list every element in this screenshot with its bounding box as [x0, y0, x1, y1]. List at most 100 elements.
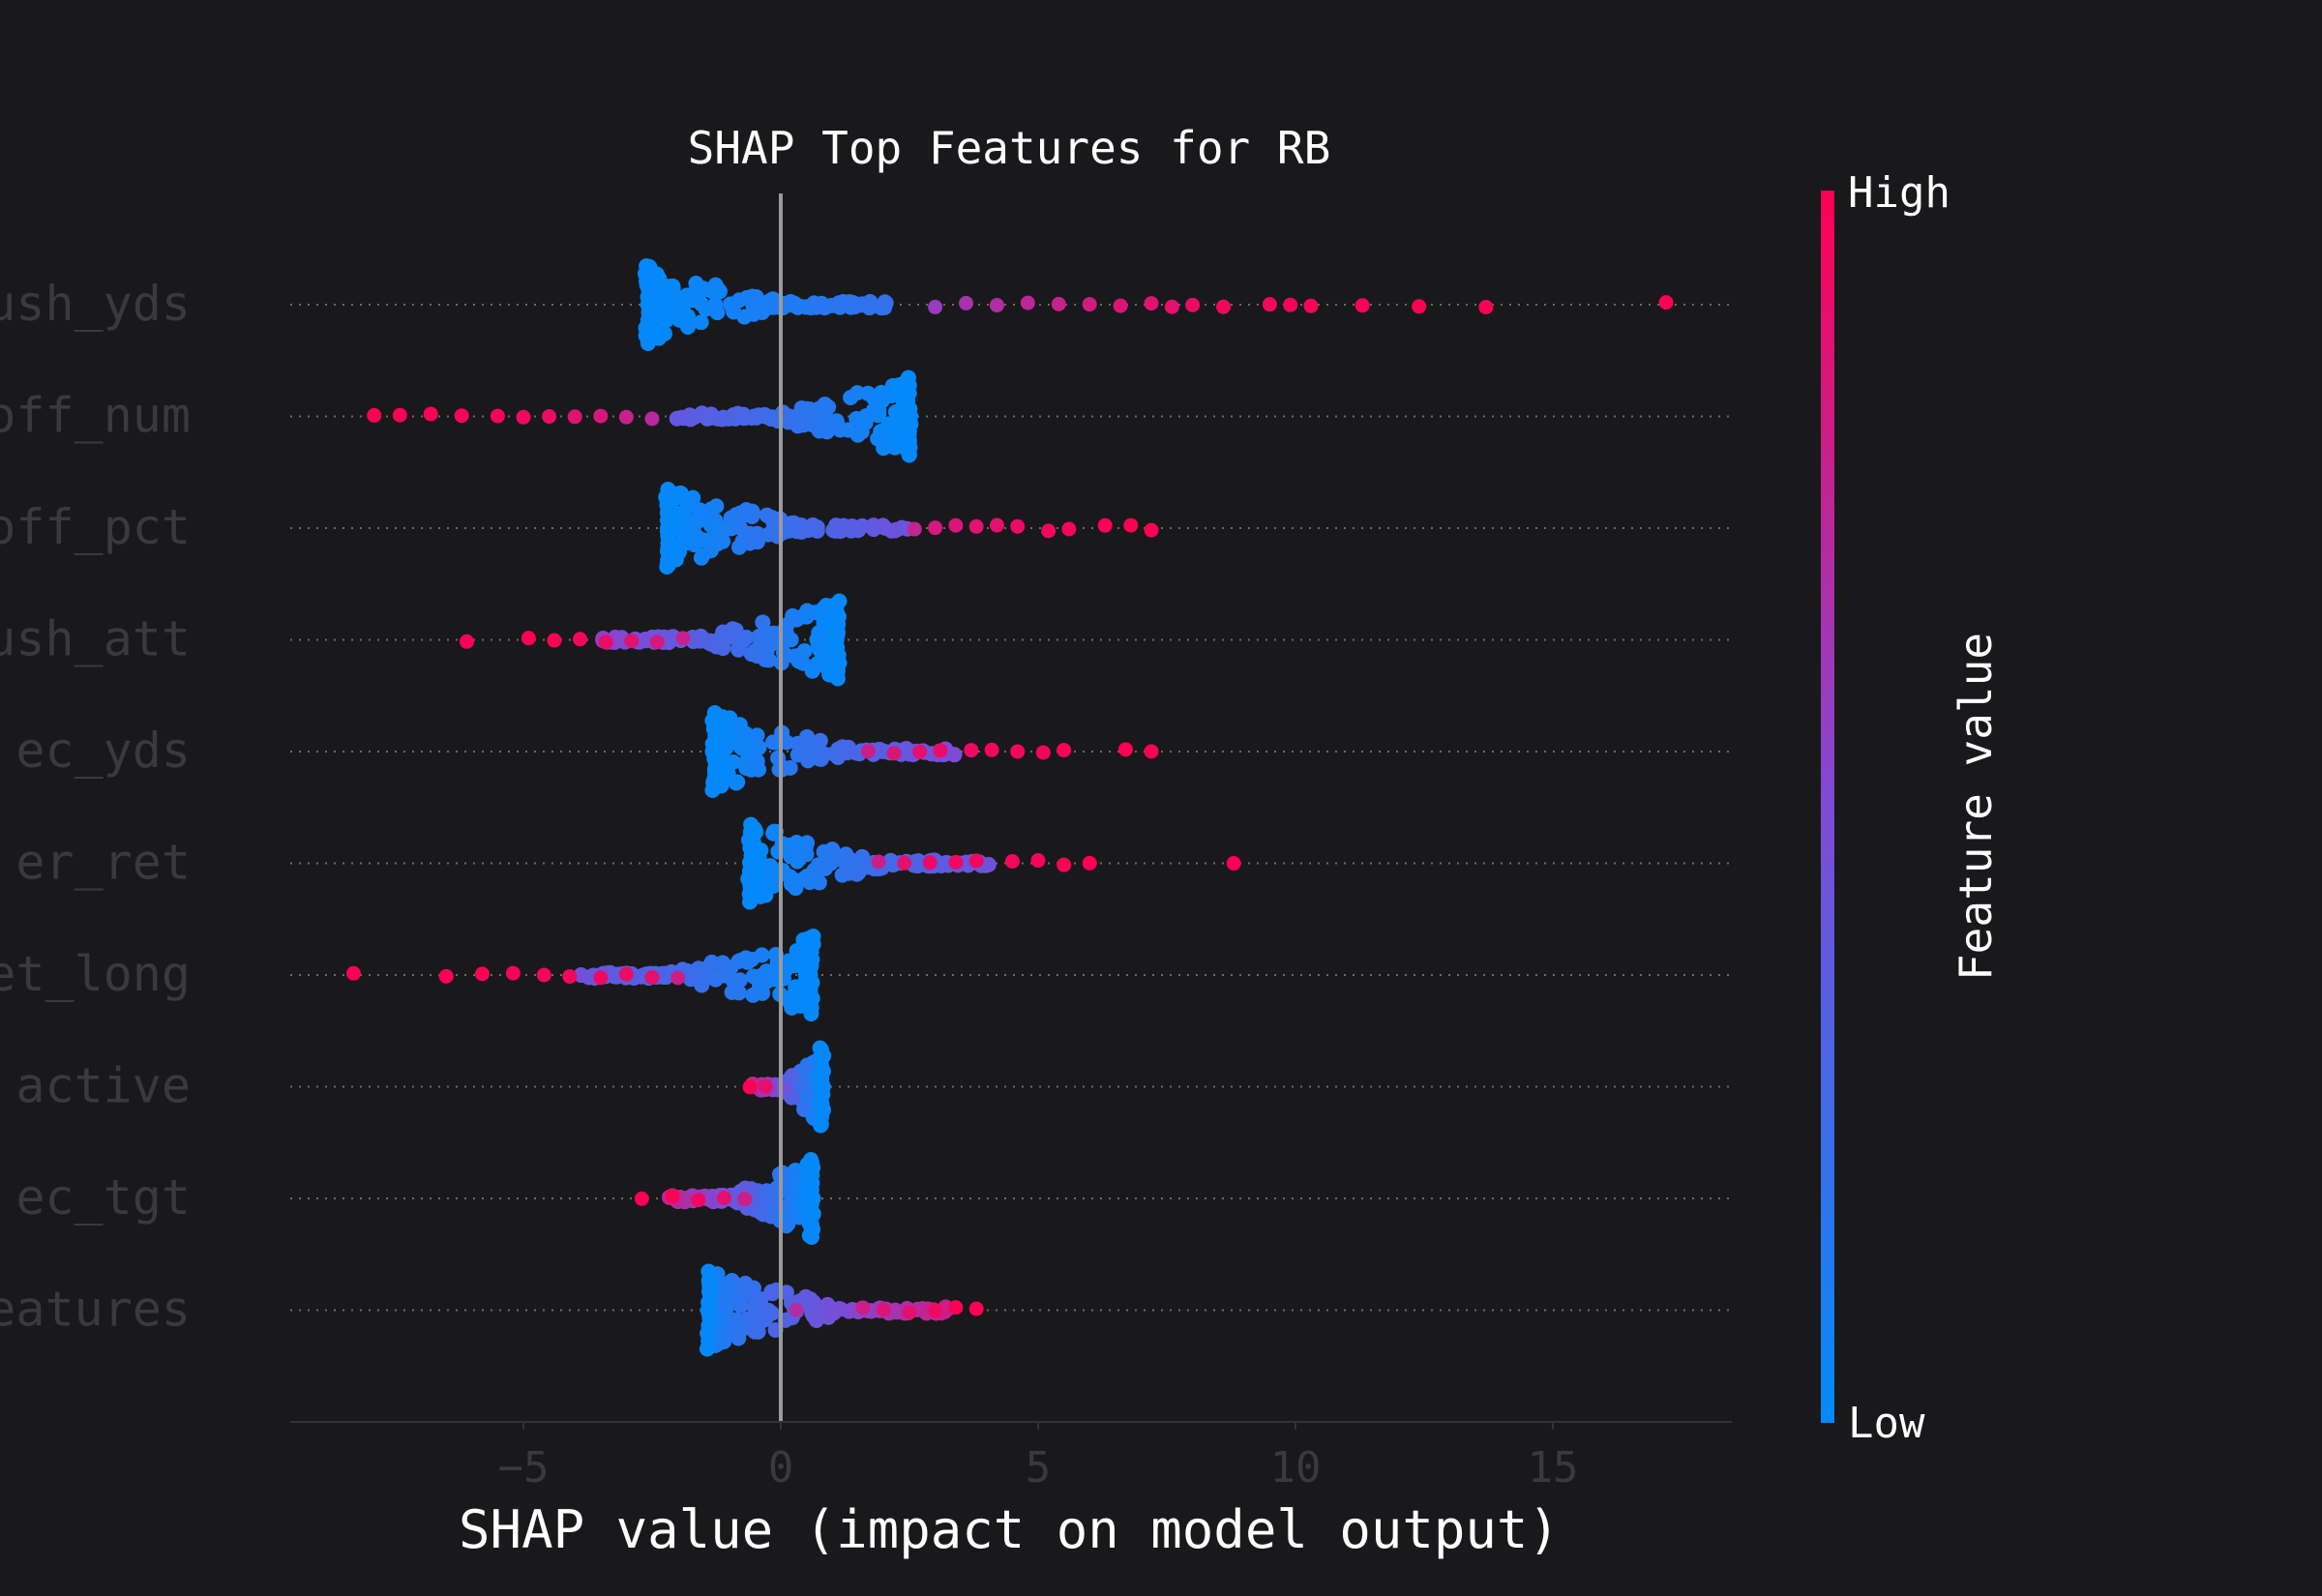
shap-point: [784, 1185, 800, 1201]
shap-point: [1216, 299, 1232, 314]
shap-point: [968, 1301, 984, 1316]
shap-point: [886, 522, 903, 539]
colorbar: [1821, 191, 1834, 1423]
shap-point: [720, 737, 736, 754]
shap-point: [785, 607, 801, 624]
shap-point: [803, 1006, 819, 1021]
shap-point: [542, 409, 557, 425]
feature-labels: ush_ydsoff_numoff_pctush_attec_ydser_ret…: [0, 276, 191, 1338]
shap-point: [665, 1189, 680, 1204]
shap-point: [799, 748, 816, 764]
shap-point: [746, 408, 762, 425]
shap-point: [1164, 299, 1179, 314]
shap-point: [901, 447, 917, 463]
shap-point: [661, 630, 677, 646]
shap-point: [649, 635, 665, 650]
shap-point: [1412, 299, 1427, 314]
shap-point: [1144, 522, 1159, 538]
x-tick-label: 5: [1026, 1443, 1052, 1493]
shap-point: [423, 406, 438, 422]
shap-point: [804, 663, 820, 679]
shap-point: [1082, 855, 1097, 871]
shap-point: [784, 871, 800, 887]
feature-label: er_ret: [15, 835, 191, 891]
shap-point: [1478, 299, 1494, 314]
shap-point: [829, 670, 846, 687]
feature-label: eatures: [0, 1282, 191, 1338]
shap-point: [1658, 295, 1674, 310]
shap-point: [702, 543, 719, 559]
shap-point: [1020, 295, 1035, 310]
shap-point: [707, 296, 724, 312]
shap-point: [789, 1302, 804, 1317]
shap-point: [640, 336, 656, 351]
shap-point: [885, 417, 902, 433]
shap-point: [683, 497, 700, 514]
shap-point: [728, 775, 744, 791]
shap-point: [693, 296, 709, 312]
shap-point: [675, 631, 691, 646]
shap-point: [731, 724, 748, 740]
shap-point: [755, 299, 771, 315]
shap-point: [755, 976, 771, 992]
shap-point: [516, 409, 531, 425]
shap-point: [902, 1305, 917, 1320]
shap-point: [860, 744, 876, 759]
shap-point: [865, 521, 881, 538]
shap-point: [775, 524, 791, 541]
shap-point: [680, 318, 697, 335]
shap-point: [811, 423, 827, 439]
shap-point: [948, 854, 964, 870]
shap-point: [732, 519, 749, 536]
feature-label: active: [15, 1058, 191, 1114]
shap-point: [933, 743, 948, 758]
shap-point: [716, 967, 732, 984]
shap-point: [729, 1312, 745, 1328]
shap-point: [598, 635, 613, 650]
shap-point: [688, 275, 704, 291]
shap-point: [860, 385, 877, 401]
shap-point: [815, 649, 831, 665]
shap-point: [1010, 744, 1026, 759]
shap-point: [699, 1341, 715, 1357]
shap-point: [1144, 744, 1159, 759]
shap-point: [798, 608, 815, 625]
shap-point: [736, 505, 753, 521]
shap-point: [840, 422, 856, 438]
shap-point: [1097, 517, 1113, 533]
shap-point: [850, 865, 867, 881]
shap-point: [842, 521, 858, 538]
shap-point: [796, 871, 813, 887]
shap-point: [726, 304, 742, 320]
shap-point: [1051, 296, 1066, 311]
shap-point: [521, 631, 536, 646]
shap-point: [618, 409, 634, 425]
shap-point: [700, 513, 717, 529]
shap-point: [1185, 297, 1201, 312]
feature-label: ec_tgt: [15, 1169, 191, 1226]
shap-point: [871, 854, 886, 870]
shap-point: [454, 408, 469, 424]
shap-point: [827, 522, 844, 539]
shap-point: [968, 518, 984, 534]
shap-point: [843, 390, 859, 406]
shap-point: [749, 525, 765, 542]
shap-point: [750, 1323, 766, 1340]
shap-point: [704, 783, 721, 798]
shap-point: [1123, 517, 1139, 533]
shap-point: [742, 1079, 758, 1095]
shap-point: [760, 1188, 777, 1204]
shap-point: [567, 409, 582, 425]
shap-point: [1226, 856, 1241, 872]
shap-point: [1354, 298, 1370, 313]
x-tick-label: −5: [498, 1443, 550, 1493]
shap-point: [562, 968, 578, 984]
shap-point: [717, 1292, 733, 1309]
shap-point: [817, 300, 833, 316]
shap-point: [702, 409, 719, 426]
shap-point: [685, 965, 701, 982]
shap-point: [775, 645, 791, 662]
shap-point: [1262, 297, 1277, 312]
shap-point: [803, 1229, 819, 1245]
shap-point: [984, 742, 999, 757]
